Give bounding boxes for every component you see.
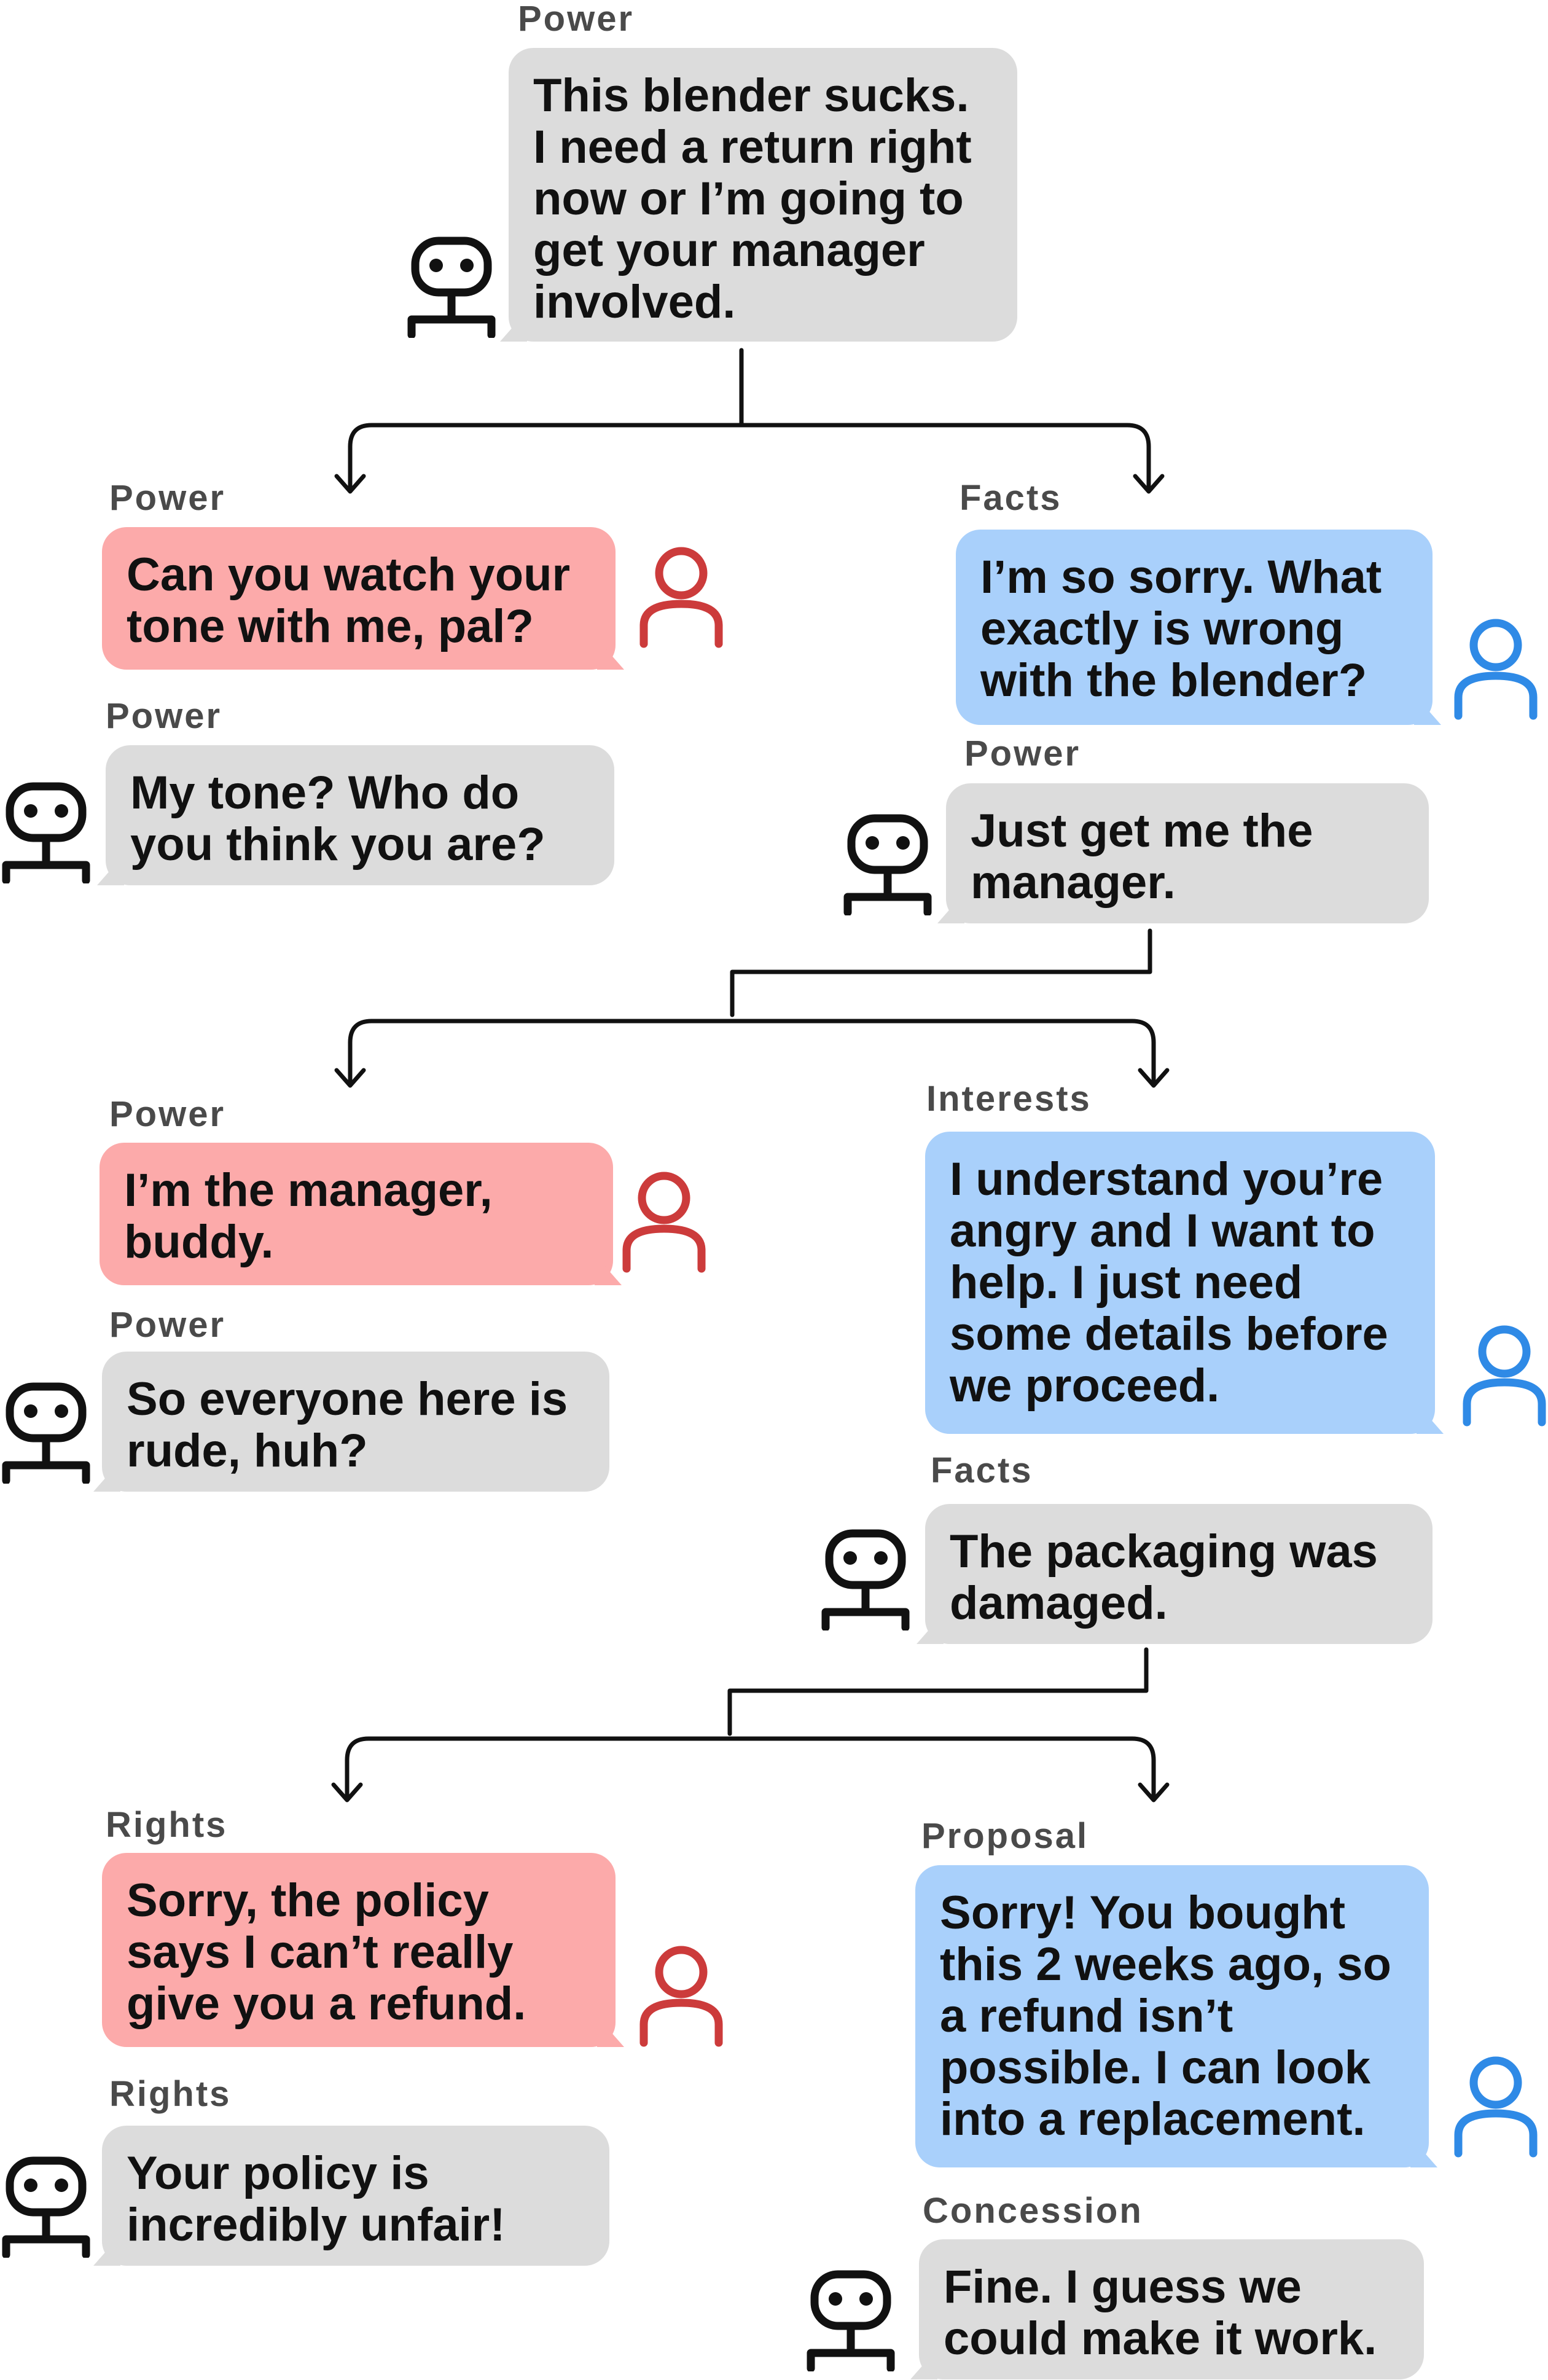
message-text: I understand you’re angry and I want to … [950,1153,1388,1412]
message-text: Sorry! You bought this 2 weeks ago, so a… [940,1887,1391,2145]
person-icon [622,1172,706,1273]
arrowhead [1133,474,1165,494]
message-bubble: Sorry, the policy says I can’t really gi… [102,1853,616,2047]
message-text: Fine. I guess we could make it work. [944,2261,1377,2365]
connector-split-1 [348,348,1151,491]
connector-split-2 [348,928,1156,1085]
person-icon [639,1946,723,2047]
node-label: Power [109,478,226,518]
node-label: Concession [923,2191,1143,2231]
message-text: Sorry, the policy says I can’t really gi… [127,1874,526,2030]
message-bubble: Your policy is incredibly unfair! [102,2126,609,2266]
arrowhead [1138,1782,1170,1803]
message-bubble: I understand you’re angry and I want to … [925,1132,1435,1434]
node-label: Facts [931,1450,1033,1490]
person-icon [1463,1325,1546,1427]
arrowhead [1138,1068,1170,1088]
message-bubble: Fine. I guess we could make it work. [919,2239,1424,2379]
node-label: Rights [106,1805,228,1845]
message-bubble: Just get me the manager. [946,783,1429,923]
message-bubble: The packaging was damaged. [925,1504,1433,1644]
message-text: Your policy is incredibly unfair! [127,2147,506,2251]
message-bubble: Can you watch your tone with me, pal? [102,527,616,670]
node-label: Power [109,1305,226,1345]
message-bubble: I’m so sorry. What exactly is wrong with… [956,530,1433,725]
person-icon [1454,2056,1538,2158]
robot-icon [2,2156,90,2258]
node-label: Proposal [921,1816,1089,1856]
node-label: Power [109,1094,226,1134]
person-icon [639,547,723,648]
person-icon [1454,619,1538,720]
message-text: Can you watch your tone with me, pal? [127,549,571,652]
message-bubble: I’m the manager, buddy. [100,1143,613,1285]
message-text: Just get me the manager. [971,805,1313,909]
node-label: Power [964,734,1081,773]
node-label: Power [518,0,635,39]
robot-icon [807,2270,895,2371]
node-label: Interests [926,1079,1092,1119]
message-text: I’m the manager, buddy. [124,1164,493,1268]
arrowhead [331,1782,363,1803]
message-text: I’m so sorry. What exactly is wrong with… [980,551,1382,707]
message-text: This blender sucks. I need a return righ… [533,69,972,328]
robot-icon [2,1382,90,1484]
message-bubble: My tone? Who do you think you are? [106,745,614,885]
robot-icon [407,237,496,338]
message-bubble: This blender sucks. I need a return righ… [509,48,1017,342]
message-text: My tone? Who do you think you are? [130,767,545,871]
node-label: Rights [109,2074,232,2114]
message-bubble: Sorry! You bought this 2 weeks ago, so a… [915,1865,1429,2167]
message-text: The packaging was damaged. [950,1525,1378,1629]
node-label: Power [106,696,222,736]
robot-icon [843,814,932,915]
connector-split-3 [345,1647,1156,1799]
arrowhead [334,1068,366,1088]
arrowhead [334,474,366,494]
message-bubble: So everyone here is rude, huh? [102,1352,609,1492]
node-label: Facts [960,478,1062,518]
robot-icon [821,1529,910,1630]
robot-icon [2,782,90,883]
message-text: So everyone here is rude, huh? [127,1373,568,1477]
